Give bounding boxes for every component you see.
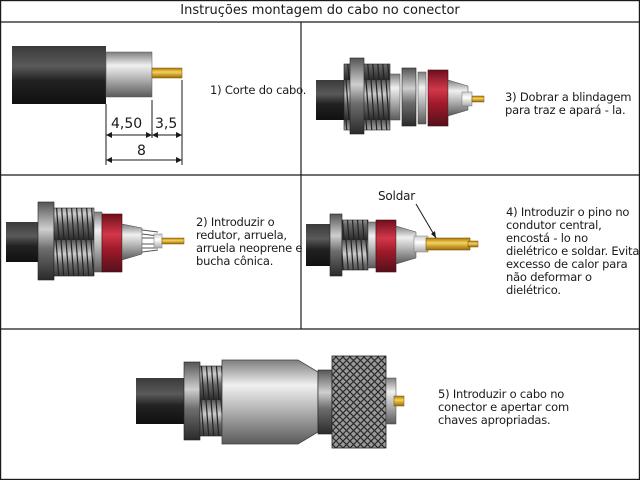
cable-cut-drawing xyxy=(12,46,183,165)
step-3-text: 3) Dobrar a blindagem para traz e apará … xyxy=(505,90,632,117)
dimension-4-50: 4,50 xyxy=(111,116,143,132)
folded-shield-drawing xyxy=(316,57,485,135)
solder-label: Soldar xyxy=(378,189,415,203)
step-2-text: 2) Introduzir o redutor, arruela, arruel… xyxy=(196,215,303,268)
step-5-text: 5) Introduzir o cabo no conector e apert… xyxy=(438,387,569,427)
step-4-text: 4) Introduzir o pino no condutor central… xyxy=(506,205,640,297)
dimension-total-8: 8 xyxy=(137,143,146,159)
assembled-connector-drawing xyxy=(136,355,405,449)
reducer-washer-drawing xyxy=(6,201,185,281)
solder-pin-drawing xyxy=(306,203,479,277)
step-1-text: 1) Corte do cabo. xyxy=(210,83,307,97)
dimension-3-5: 3,5 xyxy=(155,116,178,132)
page-title: Instruções montagem do cabo no conector xyxy=(180,3,460,18)
